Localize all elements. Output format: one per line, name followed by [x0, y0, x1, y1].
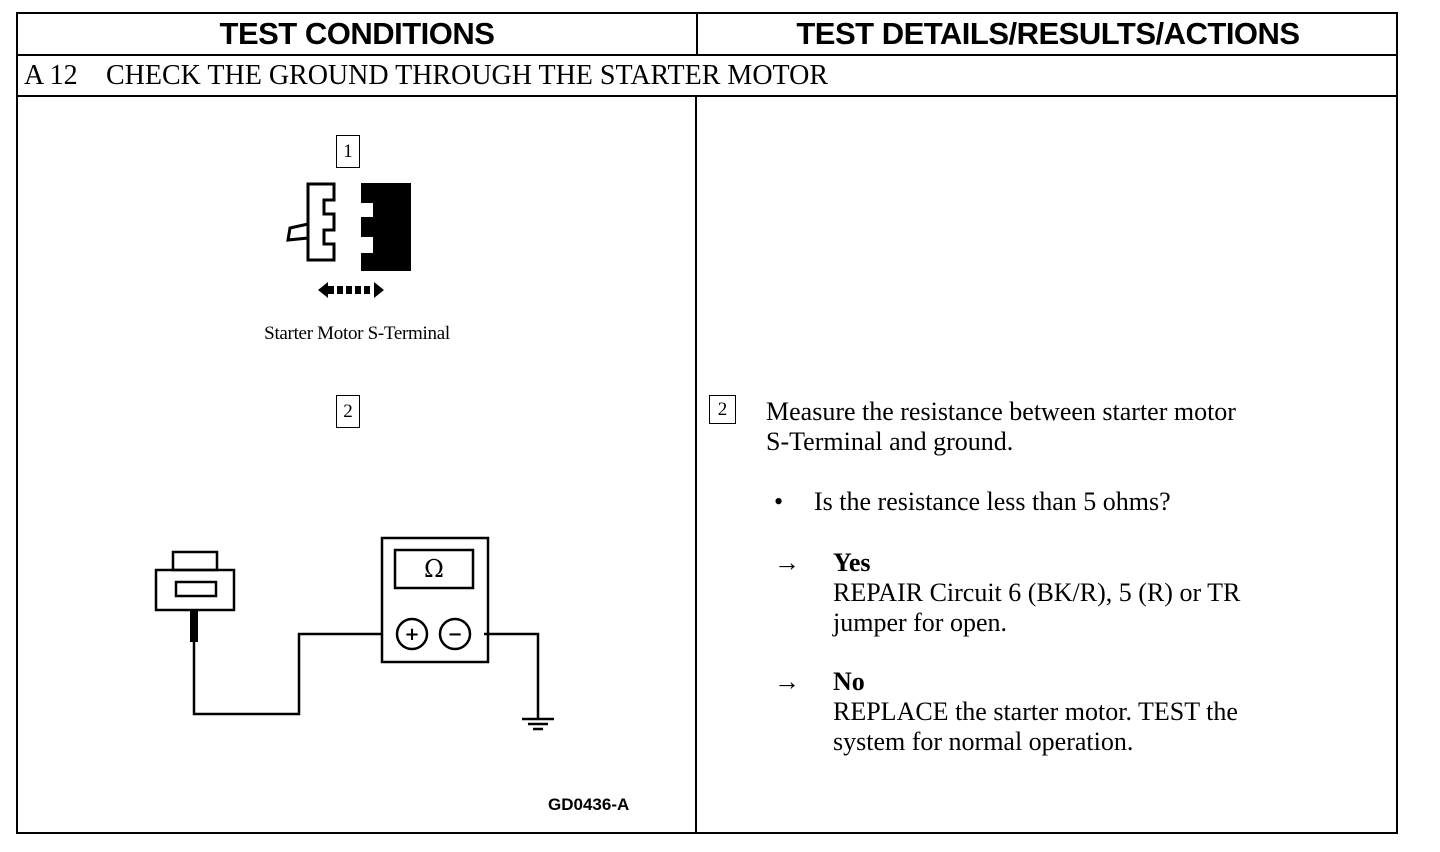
ohm-symbol: Ω [424, 555, 444, 583]
ground-lead-wire [484, 632, 540, 718]
connector-caption: Starter Motor S-Terminal [264, 323, 450, 344]
test-conditions-header: TEST CONDITIONS [219, 16, 495, 51]
no-label: No [833, 667, 865, 696]
yes-arrow: → [774, 548, 800, 577]
step-title: CHECK THE GROUND THROUGH THE STARTER MOT… [106, 60, 829, 91]
test-details-header: TEST DETAILS/RESULTS/ACTIONS [796, 16, 1300, 51]
condition-box-2: 2 [336, 395, 360, 428]
instruction-line-2: S-Terminal and ground. [766, 427, 1014, 456]
no-action-line-1: REPLACE the starter motor. TEST the [833, 697, 1238, 726]
header-divider [696, 14, 698, 54]
bullet: • [774, 487, 784, 516]
probe-connector [154, 550, 236, 612]
ground-symbol [522, 717, 554, 731]
plus-terminal: + [404, 623, 420, 645]
step-rule [18, 95, 1396, 97]
column-divider [695, 97, 697, 834]
question: Is the resistance less than 5 ohms? [814, 487, 1171, 516]
connector-half-outline [286, 182, 336, 262]
yes-action-line-2: jumper for open. [833, 608, 1008, 637]
step-number: A 12 [24, 60, 78, 91]
figure-code: GD0436-A [548, 795, 630, 814]
connector-diagram [154, 182, 554, 731]
no-action-line-2: system for normal operation. [833, 727, 1134, 756]
test-lead-wire [192, 632, 382, 716]
detail-step-box: 2 [709, 395, 736, 424]
condition-box-1: 1 [336, 135, 360, 168]
instruction-line-1: Measure the resistance between starter m… [766, 397, 1236, 426]
no-arrow: → [774, 667, 800, 696]
procedure-table: TEST CONDITIONS TEST DETAILS/RESULTS/ACT… [16, 12, 1398, 834]
test-probe [190, 610, 198, 642]
connector-half-solid [361, 183, 411, 271]
disconnect-arrow [318, 282, 384, 298]
yes-label: Yes [833, 548, 871, 577]
yes-action-line-1: REPAIR Circuit 6 (BK/R), 5 (R) or TR [833, 578, 1241, 607]
ohmmeter [380, 536, 490, 664]
minus-terminal: − [447, 623, 463, 645]
header-rule [18, 54, 1396, 56]
step-title-row: A 12 CHECK THE GROUND THROUGH THE STARTE… [18, 56, 1396, 96]
